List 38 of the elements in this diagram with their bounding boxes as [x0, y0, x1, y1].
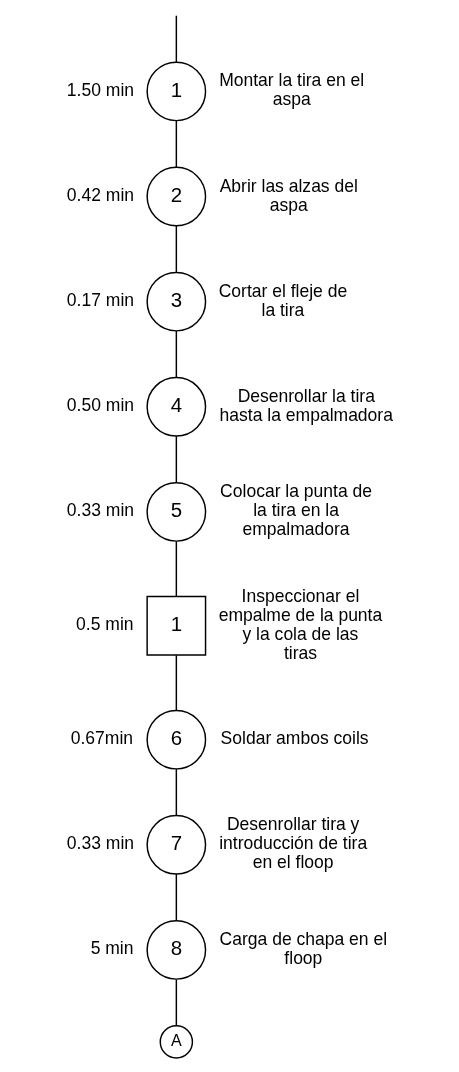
connector — [175, 120, 177, 168]
connector — [175, 225, 177, 274]
connector — [175, 15, 177, 63]
node-label: Montar la tira en el aspa — [218, 70, 364, 110]
node-label: Desenrollar tira y introducción de tira en el floop — [218, 814, 367, 873]
connector — [175, 873, 177, 922]
node-circle: 5 — [145, 481, 206, 542]
node-label: Abrir las alzas del aspa — [219, 175, 358, 215]
node-circle: 2 — [145, 166, 206, 227]
node-label: 0.5 min — [75, 614, 134, 635]
connector — [175, 978, 177, 1027]
node-circle: 4 — [145, 376, 206, 437]
node-circle: 8 — [145, 920, 206, 980]
node-label: 0.50 min — [66, 395, 134, 416]
node-label: Carga de chapa en el floop — [219, 928, 387, 968]
connector — [175, 330, 177, 379]
node-label: 1.50 min — [66, 79, 134, 100]
node-label: Colocar la punta de la tira en la empalmadora — [219, 481, 372, 540]
node-label: Desenrollar la tira hasta la empalmadora — [219, 385, 393, 425]
node-label: 0.17 min — [66, 290, 134, 311]
node-box: 1 — [145, 595, 206, 656]
node-label: Cortar el fleje de la tira — [218, 280, 347, 320]
connector — [175, 435, 177, 484]
node-label: 0.67min — [70, 728, 133, 749]
node-circle: A — [159, 1025, 193, 1059]
node-circle: 7 — [145, 814, 206, 875]
connector — [175, 654, 177, 711]
node-circle: 1 — [145, 61, 206, 122]
node-label: 0.33 min — [66, 500, 134, 521]
connector — [175, 540, 177, 598]
node-circle: 6 — [145, 709, 206, 770]
node-label: Inspeccionar el empalme de la punta y la cola de las tiras — [218, 585, 382, 663]
node-circle: 3 — [145, 271, 206, 332]
connector — [175, 768, 177, 817]
node-label: Soldar ambos coils — [220, 728, 369, 749]
node-label: 5 min — [90, 938, 134, 959]
node-label: 0.33 min — [66, 833, 134, 854]
node-label: 0.42 min — [66, 185, 134, 206]
